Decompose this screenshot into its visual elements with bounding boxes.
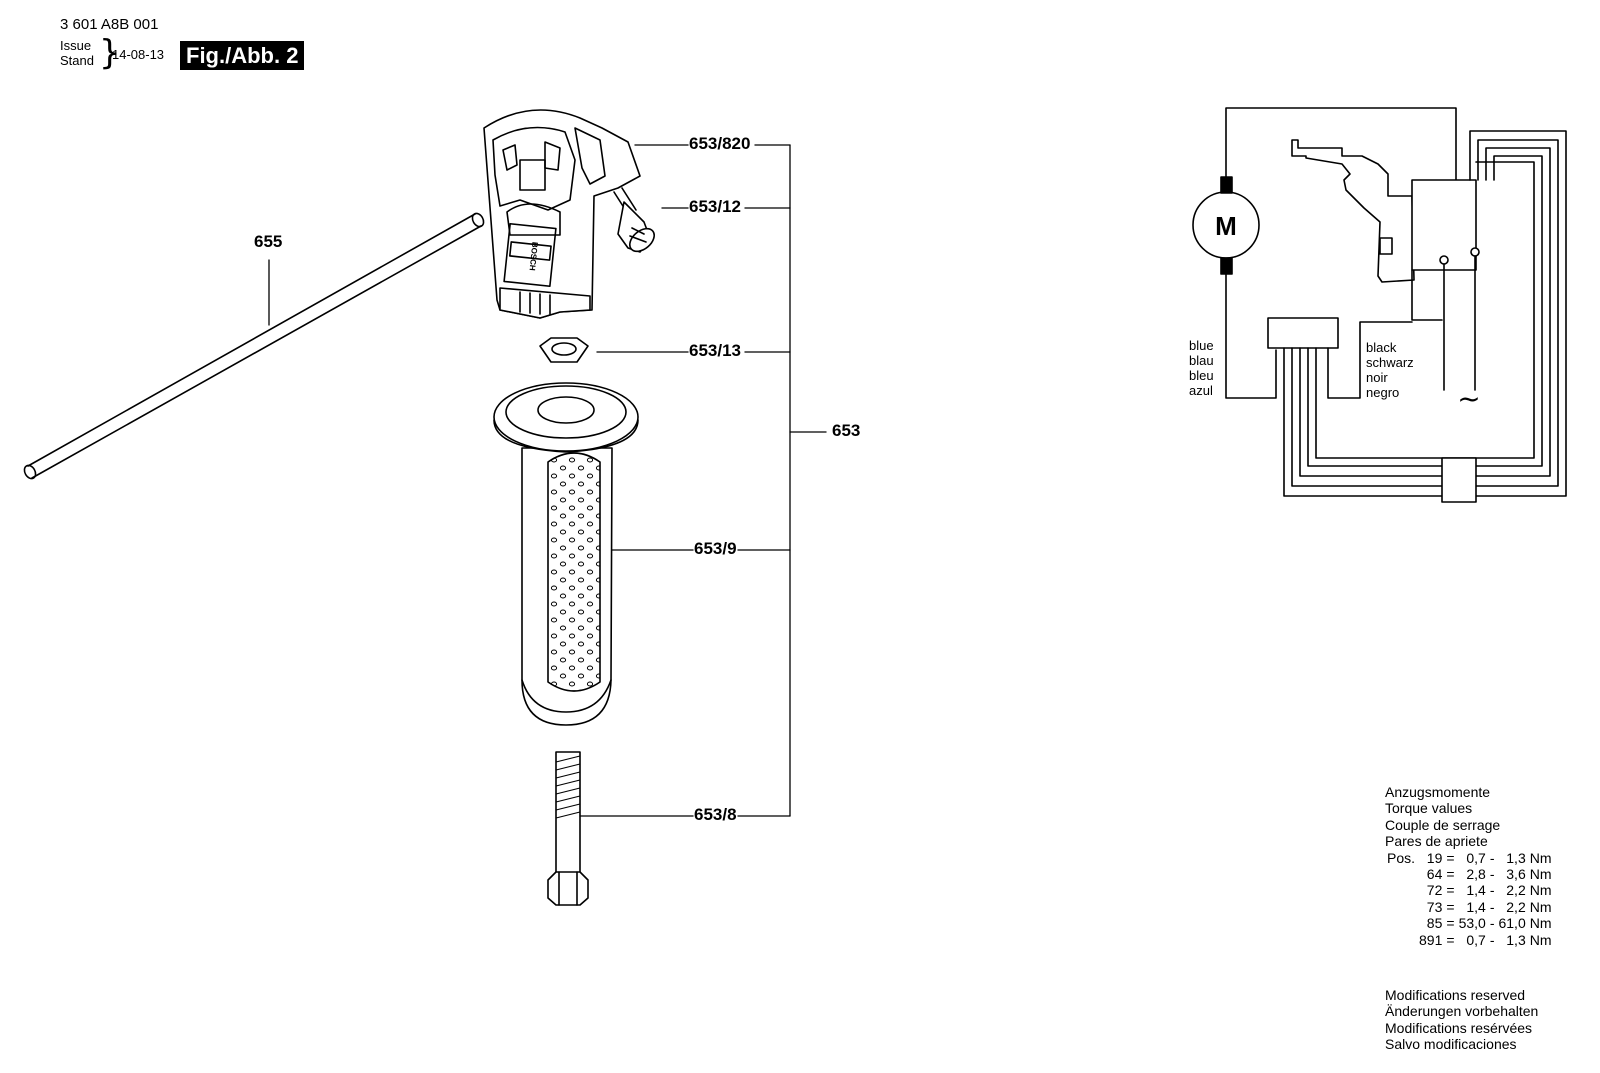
torque-min: 2,8 <box>1466 866 1486 883</box>
torque-equals: = <box>1446 898 1455 915</box>
torque-max: 61,0 <box>1498 915 1526 932</box>
torque-pos-label <box>1385 915 1417 931</box>
handle-bolt <box>547 751 589 906</box>
torque-position: 64 <box>1426 866 1443 883</box>
wire-color-en: black <box>1366 340 1397 355</box>
torque-pos-label <box>1385 882 1417 898</box>
wire-color-es: azul <box>1189 383 1213 398</box>
torque-position: 891 <box>1419 931 1443 948</box>
callout-653-9: 653/9 <box>694 539 737 558</box>
torque-pos-label <box>1385 932 1417 948</box>
torque-max: 1,3 <box>1506 931 1526 948</box>
figure-badge: Fig./Abb. 2 <box>180 41 305 70</box>
torque-heading-fr: Couple de serrage <box>1385 816 1501 833</box>
issue-date: 14-08-13 <box>112 47 165 62</box>
modifications-notice: Modifications reserved Änderungen vorbeh… <box>1385 987 1538 1053</box>
housing-brand-mark: BOSCH <box>527 241 539 271</box>
issue-stand-label: Issue Stand <box>60 38 94 68</box>
torque-min: 0,7 <box>1466 849 1486 866</box>
torque-equals: = <box>1446 866 1455 883</box>
left-wire-labels: blue blau bleu azul <box>1189 338 1214 398</box>
wiring-diagram <box>1192 107 1567 503</box>
torque-unit: Nm <box>1529 915 1552 932</box>
torque-equals: = <box>1446 849 1455 866</box>
wire-color-de: schwarz <box>1366 355 1414 370</box>
torque-max: 1,3 <box>1506 849 1526 866</box>
torque-dash: - <box>1489 866 1495 883</box>
torque-heading-es: Pares de apriete <box>1385 833 1488 850</box>
torque-equals: = <box>1446 931 1455 948</box>
torque-min: 1,4 <box>1466 898 1486 915</box>
right-wire-labels: black schwarz noir negro <box>1366 340 1414 400</box>
ac-supply-symbol: ~ <box>1457 382 1480 415</box>
filter-block <box>1267 317 1339 349</box>
wire-color-fr: bleu <box>1189 368 1214 383</box>
torque-min: 1,4 <box>1466 882 1486 899</box>
motor-letter: M <box>1215 211 1237 241</box>
torque-pos-label <box>1385 866 1417 882</box>
torque-dash: - <box>1489 882 1495 899</box>
connector-block <box>1441 457 1477 503</box>
torque-dash: - <box>1489 915 1495 932</box>
modifications-es: Salvo modificaciones <box>1385 1036 1517 1053</box>
handle-clamp-housing <box>483 109 641 319</box>
torque-position: 72 <box>1426 882 1443 899</box>
torque-equals: = <box>1446 915 1455 932</box>
stand-label: Stand <box>60 53 94 68</box>
torque-position: 19 <box>1426 849 1443 866</box>
callout-653-820: 653/820 <box>689 134 751 153</box>
wire-color-en: blue <box>1189 338 1214 353</box>
torque-max: 2,2 <box>1506 898 1526 915</box>
wire-color-fr: noir <box>1366 370 1388 385</box>
torque-unit: Nm <box>1529 882 1552 899</box>
callout-653-12: 653/12 <box>689 197 741 216</box>
trigger-switch <box>1291 139 1415 283</box>
torque-max: 3,6 <box>1506 866 1526 883</box>
torque-unit: Nm <box>1529 898 1552 915</box>
callout-653-13: 653/13 <box>689 341 741 360</box>
depth-rod <box>23 212 485 480</box>
torque-max: 2,2 <box>1506 882 1526 899</box>
torque-pos-label <box>1385 899 1417 915</box>
wing-screw <box>613 187 655 253</box>
torque-unit: Nm <box>1529 849 1552 866</box>
torque-heading-de: Anzugsmomente <box>1385 784 1491 800</box>
modifications-en: Modifications reserved <box>1385 987 1526 1003</box>
hex-nut <box>539 337 589 363</box>
issue-label: Issue <box>60 38 92 53</box>
torque-unit: Nm <box>1529 866 1552 883</box>
torque-values-block: Anzugsmomente Torque values Couple de se… <box>1385 784 1554 948</box>
modifications-de: Änderungen vorbehalten <box>1385 1003 1539 1020</box>
torque-unit: Nm <box>1529 931 1552 948</box>
torque-position: 73 <box>1426 898 1443 915</box>
torque-heading-en: Torque values <box>1385 800 1473 817</box>
torque-dash: - <box>1489 849 1495 866</box>
modifications-fr: Modifications resérvées <box>1385 1019 1533 1036</box>
torque-min: 0,7 <box>1466 931 1486 948</box>
document-number: 3 601 A8B 001 <box>60 16 159 33</box>
torque-min: 53,0 <box>1458 915 1486 932</box>
callout-653-8: 653/8 <box>694 805 737 824</box>
torque-pos-label: Pos. <box>1387 849 1416 866</box>
torque-dash: - <box>1489 898 1495 915</box>
wire-color-es: negro <box>1366 385 1400 400</box>
torque-equals: = <box>1446 882 1455 899</box>
callout-655: 655 <box>254 232 283 251</box>
torque-position: 85 <box>1426 915 1443 932</box>
callout-653: 653 <box>832 421 861 440</box>
brace-glyph: } <box>99 33 121 73</box>
callout-leaders <box>579 144 827 817</box>
grip-handle <box>493 382 639 726</box>
torque-dash: - <box>1489 931 1495 948</box>
wire-color-de: blau <box>1189 353 1214 368</box>
